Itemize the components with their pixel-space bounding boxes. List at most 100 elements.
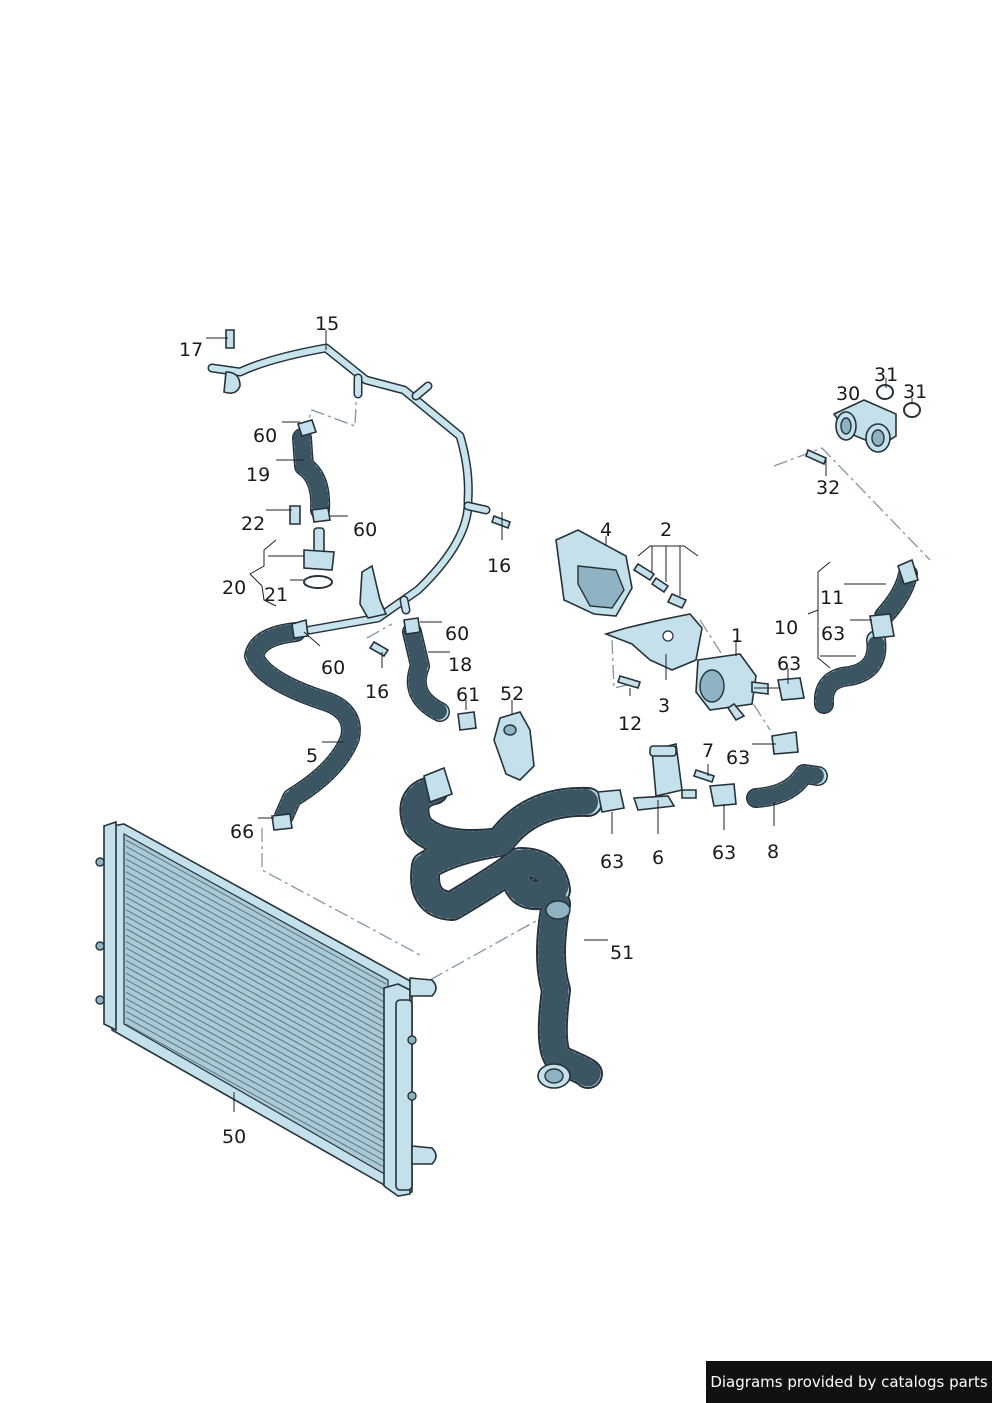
clamp-66[interactable] xyxy=(271,813,293,831)
radiator-fin xyxy=(125,1010,387,1156)
radiator-fin xyxy=(125,896,387,1042)
radiator-fin xyxy=(125,877,387,1023)
radiator-fin xyxy=(125,991,387,1137)
callout-63e: 63 xyxy=(821,623,845,645)
callout-4: 4 xyxy=(600,519,612,541)
radiator-fin xyxy=(125,947,387,1093)
callout-31b: 31 xyxy=(903,381,927,403)
radiator-fin xyxy=(125,890,387,1036)
radiator-fin xyxy=(125,909,387,1055)
callout-3: 3 xyxy=(658,695,670,717)
hose-19[interactable] xyxy=(292,428,331,520)
leader-lines xyxy=(206,330,913,1112)
hose-51[interactable] xyxy=(399,766,603,1089)
radiator-fin xyxy=(125,941,387,1086)
clamp-61[interactable] xyxy=(457,711,477,731)
callout-20: 20 xyxy=(222,577,246,599)
fitting-20[interactable] xyxy=(303,527,335,571)
callout-19: 19 xyxy=(246,464,270,486)
clamp-63e[interactable] xyxy=(869,613,895,639)
callout-12: 12 xyxy=(618,713,642,735)
bolt-22[interactable] xyxy=(289,505,301,525)
hose-11[interactable] xyxy=(874,558,919,626)
valve-6[interactable] xyxy=(632,743,697,811)
bolt-16a[interactable] xyxy=(490,514,512,530)
bracket-3[interactable] xyxy=(603,613,703,671)
bolts-2[interactable] xyxy=(632,562,688,610)
clamp-63d[interactable] xyxy=(777,677,805,701)
callout-1: 1 xyxy=(731,625,743,647)
radiator-fin xyxy=(125,864,387,1010)
radiator-fin xyxy=(125,839,387,985)
clamp-63a[interactable] xyxy=(597,789,625,813)
connector-30[interactable] xyxy=(832,399,897,453)
heat-shield-4[interactable] xyxy=(555,529,633,617)
radiator-fin xyxy=(125,871,387,1017)
callout-60a: 60 xyxy=(253,425,277,447)
radiator-fin xyxy=(125,852,387,998)
coolant-pipe-15[interactable] xyxy=(207,343,491,635)
clamp-60a[interactable] xyxy=(296,419,318,437)
radiator-fin xyxy=(125,960,387,1105)
callout-63d: 63 xyxy=(777,653,801,675)
callout-17: 17 xyxy=(179,339,203,361)
hose-10[interactable] xyxy=(813,630,887,714)
callout-8: 8 xyxy=(767,841,779,863)
water-pump-1[interactable] xyxy=(695,653,769,722)
bolt-7[interactable] xyxy=(692,768,716,784)
radiator-fin xyxy=(125,1023,387,1169)
bolt-32[interactable] xyxy=(805,448,827,466)
radiator-fin xyxy=(125,953,387,1099)
bolt-17[interactable] xyxy=(225,329,235,349)
callout-60b: 60 xyxy=(353,519,377,541)
radiator-fin xyxy=(125,972,387,1118)
callout-63a: 63 xyxy=(600,851,624,873)
callout-11: 11 xyxy=(820,587,844,609)
callout-16b: 16 xyxy=(365,681,389,703)
sensor-52[interactable] xyxy=(493,711,535,781)
clamp-63c[interactable] xyxy=(771,731,799,755)
callout-63b: 63 xyxy=(712,842,736,864)
radiator-fin xyxy=(125,922,387,1067)
bolt-12[interactable] xyxy=(616,675,642,689)
radiator-fin xyxy=(125,998,387,1144)
radiator-fin xyxy=(125,845,387,991)
o-ring-31a[interactable] xyxy=(876,384,894,400)
bolt-16b[interactable] xyxy=(368,640,390,658)
callout-61: 61 xyxy=(456,684,480,706)
callout-60d: 60 xyxy=(321,657,345,679)
hose-5[interactable] xyxy=(244,622,361,826)
callout-labels: 1 2 3 4 5 6 7 8 10 11 12 15 16 16 17 18 … xyxy=(179,313,927,1148)
clamp-60c[interactable] xyxy=(403,617,421,635)
callout-32: 32 xyxy=(816,477,840,499)
callout-18: 18 xyxy=(448,654,472,676)
callout-15: 15 xyxy=(315,313,339,335)
radiator[interactable] xyxy=(95,820,437,1197)
hose-18[interactable] xyxy=(402,622,450,722)
radiator-fin xyxy=(125,1017,387,1163)
radiator-fin xyxy=(125,858,387,1004)
callout-5: 5 xyxy=(306,745,318,767)
hose-8[interactable] xyxy=(746,764,828,808)
clamp-63b[interactable] xyxy=(709,783,737,807)
clamps xyxy=(271,419,895,831)
callout-52: 52 xyxy=(500,683,524,705)
radiator-fin xyxy=(125,966,387,1112)
radiator-fin xyxy=(125,979,387,1125)
callout-51: 51 xyxy=(610,942,634,964)
o-ring-21[interactable] xyxy=(303,575,333,589)
callout-21: 21 xyxy=(264,584,288,606)
callout-7: 7 xyxy=(702,740,714,762)
radiator-fin xyxy=(125,903,387,1048)
callout-66: 66 xyxy=(230,821,254,843)
callout-6: 6 xyxy=(652,847,664,869)
clamp-60d[interactable] xyxy=(291,618,309,639)
radiator-fin xyxy=(125,915,387,1061)
clamp-60b[interactable] xyxy=(311,507,331,523)
callout-60c: 60 xyxy=(445,623,469,645)
o-ring-31b[interactable] xyxy=(903,402,921,418)
callout-2: 2 xyxy=(660,519,672,541)
footer-credit-badge: Diagrams provided by catalogs parts xyxy=(706,1361,992,1403)
assembly-dashed-lines xyxy=(261,383,931,981)
